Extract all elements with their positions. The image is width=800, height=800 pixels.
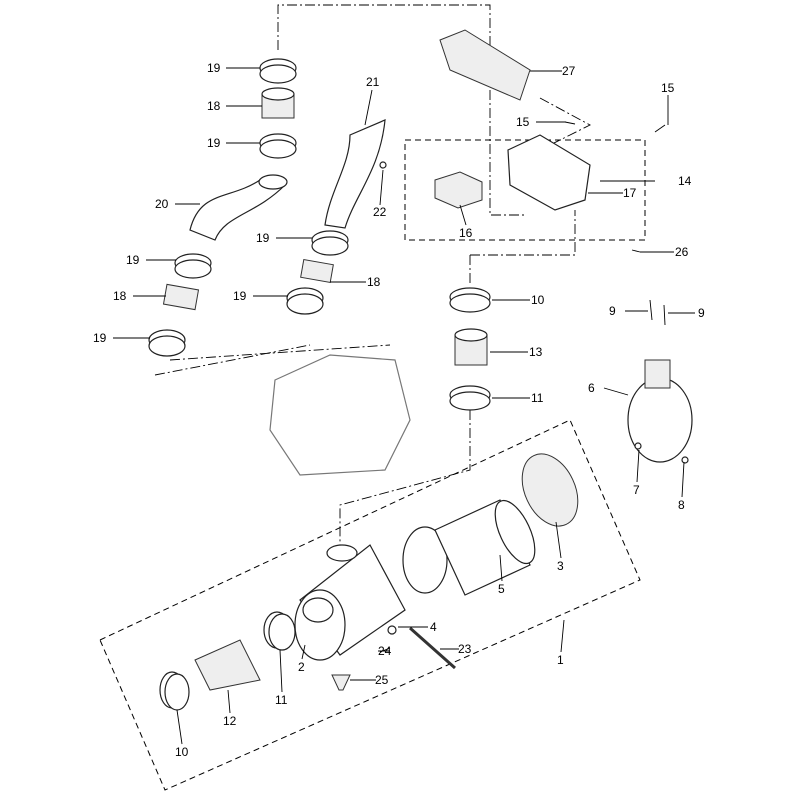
screw-26 — [631, 249, 641, 253]
coupler-18 — [300, 258, 334, 284]
callout: 19 — [126, 253, 140, 267]
valve-25 — [331, 674, 351, 691]
callout: 19 — [256, 231, 270, 245]
filter-inlet — [326, 544, 358, 562]
callout-labels: 19 18 19 20 21 22 19 19 18 18 19 19 27 1… — [93, 61, 705, 759]
coupler-18 — [261, 87, 295, 119]
callout: 8 — [678, 498, 685, 512]
boot-12 — [194, 639, 261, 691]
filter-outlet — [302, 597, 334, 623]
callout: 12 — [223, 714, 237, 728]
duct-27 — [439, 29, 531, 101]
callout: 19 — [207, 136, 221, 150]
callout: 18 — [113, 289, 127, 303]
callout: 20 — [155, 197, 169, 211]
callout: 2 — [298, 660, 305, 674]
callout: 9 — [609, 304, 616, 318]
clamp-11 — [449, 385, 491, 411]
callout: 1 — [557, 653, 564, 667]
callout: 19 — [233, 289, 247, 303]
callout: 6 — [588, 381, 595, 395]
callout: 10 — [175, 745, 189, 759]
routing-line — [277, 4, 525, 216]
clamp-19 — [148, 329, 186, 357]
clamp-10 — [449, 287, 491, 313]
callout: 25 — [375, 673, 389, 687]
gasket-ring — [402, 526, 448, 594]
screw-15 — [564, 121, 576, 125]
clamp-11 — [263, 611, 296, 651]
callout: 26 — [675, 245, 689, 259]
clamp-19 — [174, 253, 212, 279]
routing-line — [470, 210, 576, 256]
bolt-9 — [649, 299, 653, 321]
callout: 27 — [562, 64, 576, 78]
routing-line — [339, 410, 471, 550]
bolt-9 — [663, 304, 666, 326]
callout: 14 — [678, 174, 692, 188]
callout: 15 — [661, 81, 675, 95]
rod-23 — [409, 626, 456, 670]
assembly-1-boundary — [99, 419, 641, 791]
screw-15 — [654, 124, 666, 133]
hose-20-end — [258, 174, 288, 190]
callout: 24 — [378, 644, 392, 658]
callout: 11 — [531, 391, 544, 405]
filter-element-5-end — [494, 499, 536, 565]
routing-line — [154, 344, 391, 376]
callout: 15 — [516, 115, 530, 129]
cvt-housing — [269, 354, 411, 476]
callout: 17 — [623, 186, 637, 200]
filter-cover-3 — [521, 453, 579, 527]
coupler-13 — [454, 328, 488, 366]
callout: 19 — [93, 331, 107, 345]
air-intake-17 — [507, 134, 591, 211]
callout: 23 — [458, 642, 472, 656]
callout: 10 — [531, 293, 545, 307]
callout: 4 — [430, 620, 437, 634]
clamp-19 — [286, 287, 324, 315]
bracket-6-mount — [644, 359, 671, 389]
foam-16 — [434, 171, 483, 209]
callout: 11 — [275, 693, 288, 707]
part-4 — [387, 625, 397, 635]
bolt-8 — [681, 456, 689, 464]
callout: 13 — [529, 345, 543, 359]
callout: 22 — [373, 205, 387, 219]
assembly-14-boundary — [404, 139, 646, 241]
callout: 5 — [498, 582, 505, 596]
clamp-10 — [159, 671, 190, 711]
callout: 7 — [633, 483, 640, 497]
clamp-19 — [259, 133, 297, 159]
callout: 18 — [207, 99, 221, 113]
callout: 18 — [367, 275, 381, 289]
callout: 9 — [698, 306, 705, 320]
clamp-19 — [311, 230, 349, 256]
callout: 3 — [557, 559, 564, 573]
clamp-19 — [259, 58, 297, 84]
callout: 19 — [207, 61, 221, 75]
coupler-18 — [162, 283, 200, 311]
leader-lines — [113, 67, 695, 745]
callout: 21 — [366, 75, 380, 89]
screw-22 — [379, 161, 387, 169]
nut-7 — [634, 442, 642, 450]
hose-21 — [324, 119, 386, 229]
callout: 16 — [459, 226, 473, 240]
